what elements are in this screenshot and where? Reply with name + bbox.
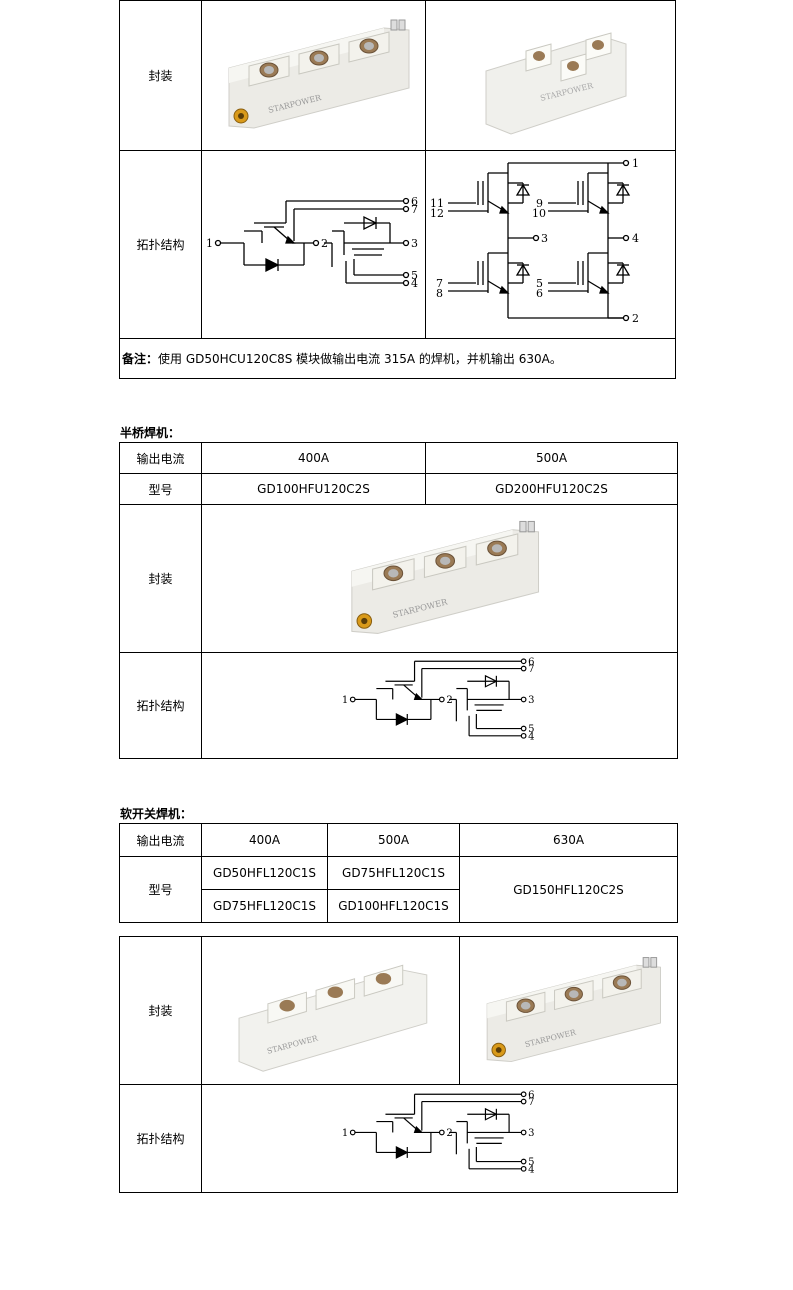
soft-switch-package-table: 封装 STARPOWER STARPOWER 拓扑结构: [119, 936, 678, 1193]
terminal-label: 7: [411, 203, 418, 216]
current-cell: 630A: [459, 823, 678, 857]
terminal-label: 6: [528, 1090, 534, 1101]
model-cell: GD100HFU120C2S: [201, 473, 426, 505]
output-current-label: 输出电流: [119, 442, 202, 474]
model-label: 型号: [119, 473, 202, 505]
topology-half-bridge: 1 2 3 6 7 5 4: [201, 1084, 678, 1193]
terminal-label: 2: [446, 695, 452, 706]
current-cell: 500A: [327, 823, 460, 857]
half-bridge-schematic: 1 2 3 6 7 5 4: [206, 195, 418, 290]
package-photo-soft-1: STARPOWER: [201, 936, 460, 1085]
topology-label: 拓扑结构: [119, 1084, 202, 1193]
terminal-label: 2: [446, 1128, 452, 1139]
terminal-label: 1: [341, 1128, 347, 1139]
terminal-label: 2: [632, 312, 639, 325]
terminal-label: 11: [430, 197, 444, 210]
terminal-label: 1: [632, 157, 639, 170]
model-cell: GD75HFL120C1S: [201, 889, 328, 923]
terminal-label: 10: [532, 207, 546, 220]
terminal-label: 4: [632, 232, 639, 245]
note-text: 使用 GD50HCU120C8S 模块做输出电流 315A 的焊机，并机输出 6…: [158, 352, 562, 366]
package-photo-2: STARPOWER: [425, 0, 676, 151]
soft-switch-heading: 软开关焊机：: [120, 807, 193, 821]
module-image: STARPOWER: [485, 31, 626, 135]
terminal-label: 3: [528, 1128, 534, 1139]
terminal-label: 4: [411, 277, 418, 290]
half-bridge-table: 输出电流 400A 500A 型号 GD100HFU120C2S GD200HF…: [119, 442, 678, 759]
topology-label: 拓扑结构: [119, 150, 202, 339]
module-image: STARPOWER: [238, 964, 428, 1072]
terminal-label: 2: [321, 237, 328, 250]
output-current-label: 输出电流: [119, 823, 202, 857]
terminal-label: 3: [541, 232, 548, 245]
note-row: 备注：使用 GD50HCU120C8S 模块做输出电流 315A 的焊机，并机输…: [119, 338, 676, 379]
model-label: 型号: [119, 856, 202, 923]
package-photo-soft-2: STARPOWER: [459, 936, 678, 1085]
top-table: 封装 STARPOWER STARPOWER: [119, 0, 676, 379]
terminal-label: 9: [536, 197, 543, 210]
terminal-label: 7: [528, 1097, 534, 1108]
terminal-label: 6: [536, 287, 543, 300]
terminal-label: 6: [411, 195, 418, 208]
model-cell: GD100HFL120C1S: [327, 889, 460, 923]
terminal-label: 8: [436, 287, 443, 300]
module-image: STARPOWER: [486, 956, 661, 1062]
terminal-label: 3: [528, 695, 534, 706]
model-cell: GD200HFU120C2S: [425, 473, 678, 505]
current-cell: 400A: [201, 442, 426, 474]
model-cell: GD75HFL120C1S: [327, 856, 460, 890]
package-label: 封装: [119, 504, 202, 653]
package-photo-1: STARPOWER: [201, 0, 426, 151]
terminal-label: 7: [436, 277, 443, 290]
topology-half-bridge: 1 2 3 6 7 5 4: [201, 150, 426, 339]
current-cell: 400A: [201, 823, 328, 857]
model-cell: GD150HFL120C2S: [459, 856, 678, 923]
terminal-label: 12: [430, 207, 444, 220]
module-image: STARPOWER: [350, 520, 539, 634]
full-bridge-schematic: 1 2 3 4 11 12 9 10 7 8 5 6: [430, 157, 639, 325]
current-cell: 500A: [425, 442, 678, 474]
terminal-label: 7: [528, 664, 534, 675]
topology-label: 拓扑结构: [119, 652, 202, 759]
model-cell: GD50HFL120C1S: [201, 856, 328, 890]
note-prefix: 备注：: [122, 352, 159, 366]
module-image: STARPOWER: [228, 19, 409, 129]
topology-half-bridge: 1 2 3 6 7 5 4: [201, 652, 678, 759]
terminal-label: 5: [528, 1157, 534, 1168]
package-label: 封装: [119, 0, 202, 151]
half-bridge-schematic: 1 2 3 6 7 5 4: [341, 657, 534, 743]
topology-full-bridge: 1 2 3 4 11 12 9 10 7 8 5 6: [425, 150, 676, 339]
terminal-label: 5: [536, 277, 543, 290]
soft-switch-table: 输出电流 400A 500A 630A 型号 GD50HFL120C1S GD7…: [119, 823, 678, 923]
terminal-label: 6: [528, 657, 534, 668]
terminal-label: 1: [206, 237, 213, 250]
terminal-label: 3: [411, 237, 418, 250]
terminal-label: 4: [528, 731, 534, 742]
half-bridge-heading: 半桥焊机：: [120, 426, 181, 440]
terminal-label: 5: [528, 724, 534, 735]
terminal-label: 1: [341, 695, 347, 706]
terminal-label: 5: [411, 269, 418, 282]
package-label: 封装: [119, 936, 202, 1085]
terminal-label: 4: [528, 1164, 534, 1175]
package-photo-half-bridge: STARPOWER: [201, 504, 678, 653]
half-bridge-schematic: 1 2 3 6 7 5 4: [341, 1090, 534, 1176]
